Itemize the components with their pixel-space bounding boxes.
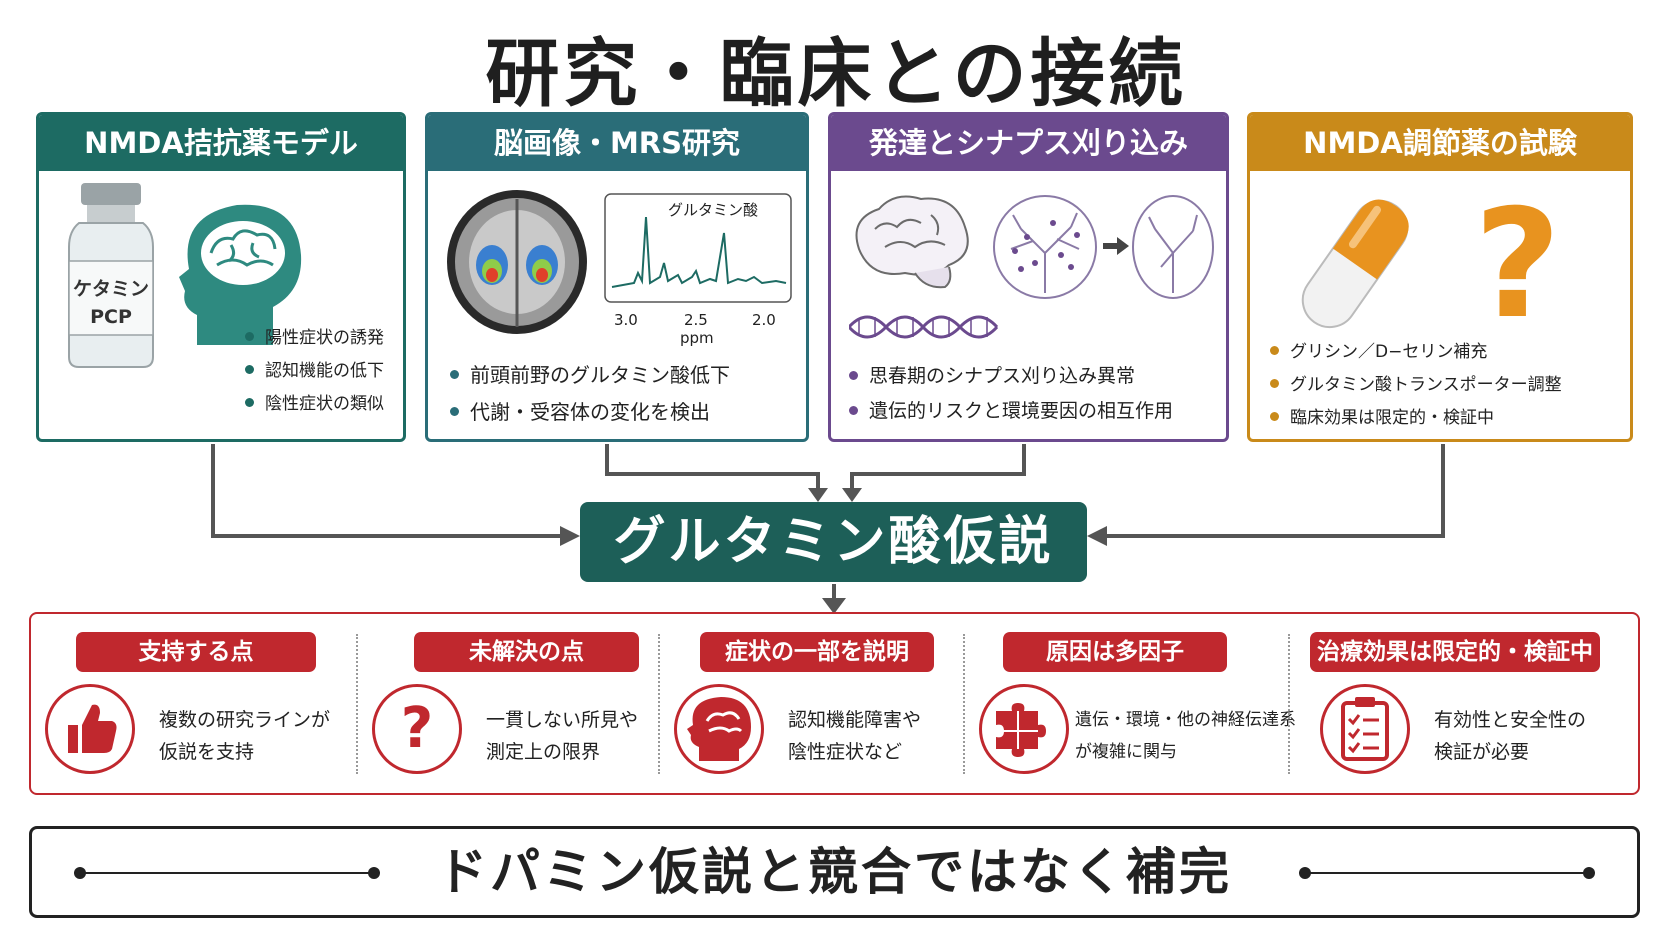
summary-label: 原因は多因子 bbox=[1003, 632, 1227, 672]
list-item: 陽性症状の誘発 bbox=[245, 323, 384, 348]
list-item: グリシン／D−セリン補充 bbox=[1270, 337, 1562, 362]
panel-title: NMDA調節薬の試験 bbox=[1250, 115, 1630, 171]
bullet-list: 前頭前野のグルタミン酸低下 代謝・受容体の変化を検出 bbox=[450, 359, 730, 433]
panel-title: 発達とシナプス刈り込み bbox=[831, 115, 1226, 171]
summary-text: 有効性と安全性の 検証が必要 bbox=[1434, 709, 1587, 763]
right-line-decoration bbox=[1299, 867, 1595, 879]
summary-text: 認知機能障害や 陰性症状など bbox=[788, 709, 922, 763]
list-item: 前頭前野のグルタミン酸低下 bbox=[450, 359, 730, 388]
thumbs-up-icon bbox=[45, 684, 135, 774]
axis-unit-label: ppm bbox=[680, 329, 714, 347]
vial-label: ケタミン PCP bbox=[72, 278, 149, 328]
bullet-list: グリシン／D−セリン補充 グルタミン酸トランスポーター調整 臨床効果は限定的・検… bbox=[1270, 337, 1562, 436]
list-item: 思春期のシナプス刈り込み異常 bbox=[849, 361, 1173, 388]
panel-nmda-modulator-trials: NMDA調節薬の試験 ? グリシン／D−セリン補充 グルタミン酸トランスポーター… bbox=[1247, 112, 1633, 442]
head-brain-icon bbox=[179, 204, 302, 345]
bullet-list: 思春期のシナプス刈り込み異常 遺伝的リスクと環境要因の相互作用 bbox=[849, 361, 1173, 431]
summary-text: 一貫しない所見や 測定上の限界 bbox=[486, 709, 639, 763]
left-line-decoration bbox=[74, 867, 380, 879]
summary-text: 複数の研究ラインが 仮説を支持 bbox=[159, 709, 331, 763]
question-icon: ? bbox=[372, 684, 462, 774]
summary-text: 遺伝・環境・他の神経伝達系 が複雑に関与 bbox=[1075, 710, 1296, 762]
puzzle-icon bbox=[979, 684, 1069, 774]
panel-title: 脳画像・MRS研究 bbox=[428, 115, 806, 171]
axis-tick-label: 2.0 bbox=[752, 311, 776, 329]
bullet-list: 陽性症状の誘発 認知機能の低下 陰性症状の類似 bbox=[245, 323, 384, 422]
hypothesis-box: グルタミン酸仮説 bbox=[580, 502, 1087, 582]
dense-synapse-icon bbox=[993, 195, 1097, 299]
brain-icon bbox=[855, 195, 969, 289]
summary-panel: 支持する点 複数の研究ラインが 仮説を支持 未解決の点 ? 一貫しない所見や 測… bbox=[29, 612, 1640, 795]
capsule-icon bbox=[1301, 199, 1409, 329]
list-item: グルタミン酸トランスポーター調整 bbox=[1270, 370, 1562, 395]
axis-tick-label: 2.5 bbox=[684, 311, 708, 329]
mrs-spectrum-chart bbox=[604, 193, 792, 303]
axis-tick-label: 3.0 bbox=[614, 311, 638, 329]
summary-support: 支持する点 複数の研究ラインが 仮説を支持 bbox=[31, 614, 356, 793]
pruned-synapse-icon bbox=[1132, 195, 1214, 299]
list-item: 代謝・受容体の変化を検出 bbox=[450, 396, 730, 425]
list-item: 遺伝的リスクと環境要因の相互作用 bbox=[849, 396, 1173, 423]
panel-title: NMDA拮抗薬モデル bbox=[39, 115, 403, 171]
summary-multifactor: 原因は多因子 遺伝・環境・他の神経伝達系 が複雑に関与 bbox=[965, 614, 1296, 793]
arrow-right-icon bbox=[1103, 237, 1129, 255]
head-brain-icon bbox=[674, 684, 764, 774]
spectrum-peak-label: グルタミン酸 bbox=[668, 201, 759, 219]
divider bbox=[963, 634, 965, 774]
panel-nmda-antagonist-model: NMDA拮抗薬モデル ケタミン PCP 陽性症状の誘発 認知機能の低下 陰性症状… bbox=[36, 112, 406, 442]
brain-scan-icon bbox=[447, 190, 587, 334]
summary-label: 支持する点 bbox=[76, 632, 316, 672]
dna-icon bbox=[849, 315, 999, 339]
panel-brain-imaging-mrs: 脳画像・MRS研究 グルタミン酸 3.0 2.5 2.0 ppm 前頭前野のグル… bbox=[425, 112, 809, 442]
summary-label: 未解決の点 bbox=[414, 632, 639, 672]
conclusion-text: ドパミン仮説と競合ではなく補完 bbox=[437, 843, 1232, 901]
divider bbox=[356, 634, 358, 774]
summary-label: 症状の一部を説明 bbox=[700, 632, 934, 672]
list-item: 臨床効果は限定的・検証中 bbox=[1270, 403, 1562, 428]
summary-treatment: 治療効果は限定的・検証中 有効性と安全性の 検証が必要 bbox=[1290, 614, 1638, 793]
list-item: 陰性症状の類似 bbox=[245, 389, 384, 414]
summary-explains: 症状の一部を説明 認知機能障害や 陰性症状など bbox=[660, 614, 960, 793]
panel-synaptic-pruning: 発達とシナプス刈り込み 思春期のシナプス刈り込み異常 遺伝的リスクと環境要因の相… bbox=[828, 112, 1229, 442]
question-mark-icon: ? bbox=[1474, 178, 1562, 352]
list-item: 認知機能の低下 bbox=[245, 356, 384, 381]
summary-unresolved: 未解決の点 ? 一貫しない所見や 測定上の限界 bbox=[358, 614, 658, 793]
page-title: 研究・臨床との接続 bbox=[485, 31, 1187, 117]
divider bbox=[1288, 634, 1290, 774]
summary-label: 治療効果は限定的・検証中 bbox=[1310, 632, 1600, 672]
clipboard-checklist-icon bbox=[1320, 684, 1410, 774]
divider bbox=[658, 634, 660, 774]
vial-icon bbox=[68, 183, 154, 368]
conclusion-bar: ドパミン仮説と競合ではなく補完 bbox=[29, 826, 1640, 918]
